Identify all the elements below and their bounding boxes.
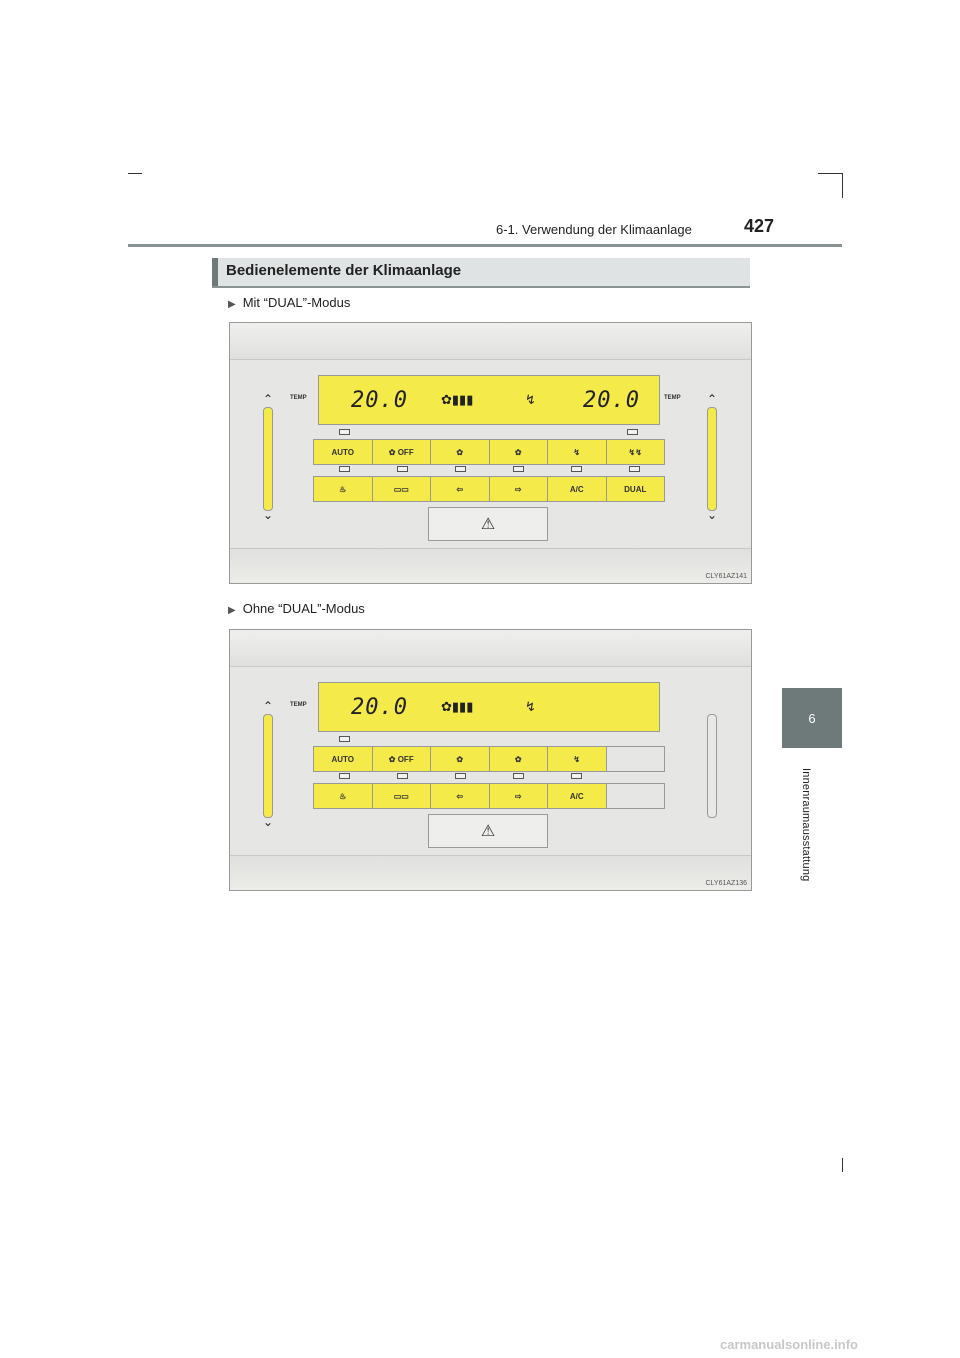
indicator-led bbox=[455, 466, 466, 472]
blank-button bbox=[606, 784, 664, 808]
header-rule bbox=[128, 244, 842, 247]
climate-panel-dual: TEMP TEMP ⌃ ⌄ ⌃ ⌄ 20.0 ✿▮▮▮ ↯ 20.0 AUTO … bbox=[229, 322, 752, 584]
hazard-button[interactable]: ⚠ bbox=[428, 507, 548, 541]
crop-mark bbox=[128, 173, 142, 174]
section-heading: Bedienelemente der Klimaanlage bbox=[212, 258, 750, 288]
button-row-bottom: ♨ ▭▭ ⇦ ⇨ A/C bbox=[313, 783, 665, 809]
heading-text: Bedienelemente der Klimaanlage bbox=[226, 262, 462, 279]
crop-mark bbox=[842, 1158, 843, 1172]
blank-button bbox=[606, 747, 664, 771]
bullet-text: Ohne “DUAL”-Modus bbox=[242, 601, 365, 616]
temp-down-right-icon[interactable]: ⌄ bbox=[707, 508, 718, 522]
page-number: 427 bbox=[744, 216, 775, 236]
airflow-button[interactable]: ↯ bbox=[548, 747, 607, 771]
temp-label-left: TEMP bbox=[290, 395, 307, 401]
fan-level-icon: ✿▮▮▮ bbox=[441, 699, 474, 714]
auto-button[interactable]: AUTO bbox=[314, 747, 373, 771]
bullet-triangle-icon: ▶ bbox=[228, 299, 236, 310]
fan-level-icon: ✿▮▮▮ bbox=[441, 392, 474, 407]
indicator-led bbox=[397, 773, 408, 779]
outside-air-button[interactable]: ⇨ bbox=[490, 784, 548, 808]
panel-bottom-trim bbox=[230, 548, 751, 583]
indicator-led bbox=[627, 429, 638, 435]
panel-bottom-trim bbox=[230, 855, 751, 890]
front-defrost-button[interactable]: ♨ bbox=[314, 477, 373, 501]
blank-slider-right bbox=[707, 714, 717, 818]
recirculation-button[interactable]: ⇦ bbox=[431, 784, 490, 808]
temp-up-left-icon[interactable]: ⌃ bbox=[263, 392, 274, 406]
airflow-mode-icon: ↯ bbox=[525, 699, 536, 714]
panel-top-trim bbox=[230, 630, 751, 667]
temp-slider-left[interactable] bbox=[263, 407, 273, 511]
hazard-icon: ⚠ bbox=[480, 823, 496, 840]
temp-label-left: TEMP bbox=[290, 702, 307, 708]
bullet-triangle-icon: ▶ bbox=[228, 605, 236, 616]
temp-slider-right[interactable] bbox=[707, 407, 717, 511]
temp-up-right-icon[interactable]: ⌃ bbox=[707, 392, 718, 406]
dual-button[interactable]: DUAL bbox=[624, 484, 647, 494]
hazard-icon: ⚠ bbox=[480, 516, 496, 533]
climate-panel-no-dual: TEMP ⌃ ⌄ 20.0 ✿▮▮▮ ↯ AUTO ✿ OFF ✿ ✿ ↯ ♨ … bbox=[229, 629, 752, 891]
section-title: 6-1. Verwendung der Klimaanlage bbox=[496, 222, 692, 237]
airflow-dual-button[interactable]: ↯↯ bbox=[628, 447, 642, 457]
temp-left-readout: 20.0 bbox=[351, 695, 408, 720]
ac-button[interactable]: A/C bbox=[548, 477, 607, 501]
fan-down-button[interactable]: ✿ bbox=[431, 747, 490, 771]
outside-air-button[interactable]: ⇨ bbox=[490, 477, 548, 501]
temp-slider-left[interactable] bbox=[263, 714, 273, 818]
watermark: carmanualsonline.info bbox=[720, 1337, 858, 1352]
image-code: CLY61AZ141 bbox=[705, 573, 747, 580]
panel-top-trim bbox=[230, 323, 751, 360]
button-row-top: AUTO ✿ OFF ✿ ✿ ↯ bbox=[313, 746, 665, 772]
indicator-led bbox=[339, 773, 350, 779]
bullet-no-dual: ▶ Ohne “DUAL”-Modus bbox=[228, 601, 365, 616]
airflow-button[interactable]: ↯ bbox=[548, 440, 607, 464]
indicator-led bbox=[339, 466, 350, 472]
button-row-bottom: ♨ ▭▭ ⇦ ⇨ A/C DUAL bbox=[313, 476, 665, 502]
button-row-top: AUTO ✿ OFF ✿ ✿ ↯ ↯↯ bbox=[313, 439, 665, 465]
image-code: CLY61AZ136 bbox=[705, 880, 747, 887]
lcd-display: 20.0 ✿▮▮▮ ↯ 20.0 bbox=[318, 375, 660, 425]
crop-mark bbox=[842, 173, 843, 198]
temp-down-left-icon[interactable]: ⌄ bbox=[263, 815, 274, 829]
temp-left-readout: 20.0 bbox=[351, 388, 408, 413]
front-defrost-button[interactable]: ♨ bbox=[314, 784, 373, 808]
bullet-text: Mit “DUAL”-Modus bbox=[242, 295, 351, 310]
fan-down-button[interactable]: ✿ bbox=[431, 440, 490, 464]
temp-down-left-icon[interactable]: ⌄ bbox=[263, 508, 274, 522]
chapter-number: 6 bbox=[808, 710, 816, 726]
fan-off-button[interactable]: ✿ OFF bbox=[373, 747, 431, 771]
fan-up-button[interactable]: ✿ bbox=[490, 440, 548, 464]
rear-defrost-button[interactable]: ▭▭ bbox=[373, 477, 431, 501]
heading-bar bbox=[212, 258, 218, 286]
lcd-display: 20.0 ✿▮▮▮ ↯ bbox=[318, 682, 660, 732]
indicator-led bbox=[513, 466, 524, 472]
crop-mark bbox=[818, 173, 842, 174]
indicator-led bbox=[571, 773, 582, 779]
temp-label-right: TEMP bbox=[664, 395, 681, 401]
indicator-led bbox=[629, 466, 640, 472]
indicator-led bbox=[455, 773, 466, 779]
chapter-tab: 6 bbox=[782, 688, 842, 748]
ac-button[interactable]: A/C bbox=[548, 784, 607, 808]
fan-up-button[interactable]: ✿ bbox=[490, 747, 548, 771]
bullet-dual: ▶ Mit “DUAL”-Modus bbox=[228, 295, 350, 310]
fan-off-button[interactable]: ✿ OFF bbox=[373, 440, 431, 464]
indicator-led bbox=[397, 466, 408, 472]
temp-up-left-icon[interactable]: ⌃ bbox=[263, 699, 274, 713]
rear-defrost-button[interactable]: ▭▭ bbox=[373, 784, 431, 808]
indicator-led bbox=[513, 773, 524, 779]
hazard-button[interactable]: ⚠ bbox=[428, 814, 548, 848]
indicator-led bbox=[339, 429, 350, 435]
chapter-title: Innenraumausstattung bbox=[800, 768, 812, 882]
airflow-mode-icon: ↯ bbox=[525, 392, 536, 407]
indicator-led bbox=[571, 466, 582, 472]
recirculation-button[interactable]: ⇦ bbox=[431, 477, 490, 501]
temp-right-readout: 20.0 bbox=[583, 388, 640, 413]
auto-button[interactable]: AUTO bbox=[314, 440, 373, 464]
indicator-led bbox=[339, 736, 350, 742]
